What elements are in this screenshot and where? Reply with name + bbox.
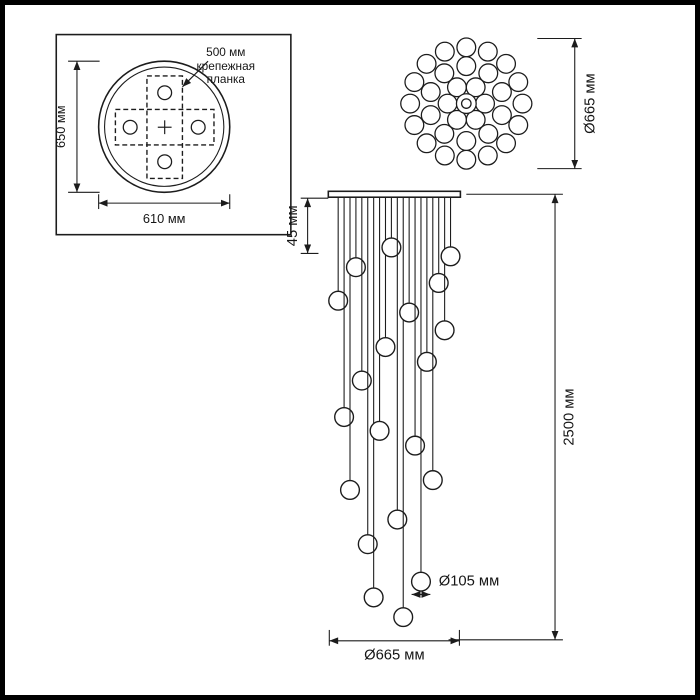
plank-hole [190,119,206,135]
ball [508,72,529,93]
pendant-ball [357,534,378,555]
ball [456,37,477,58]
ceiling-plate [327,190,462,199]
ball [456,56,477,77]
ball [478,63,499,84]
ball [475,93,496,114]
ball [400,93,421,114]
center-hub-inner [460,98,472,109]
plank-horizontal [114,108,215,146]
pendant-ball [434,320,455,341]
pendant-ball [393,607,414,628]
pendant-ball [345,257,366,278]
ball [477,145,498,166]
ball [456,149,477,170]
pendant-ball [381,237,402,258]
dim-610-label: 610 мм [143,211,186,226]
pendant-ball [440,246,461,267]
ball [508,115,529,136]
pendant-ball [351,370,372,391]
ball [434,145,455,166]
ball [446,109,467,130]
pendant-ball [399,302,420,323]
plank-leader-arrow [182,60,209,88]
dim-665-bottom-label: Ø665 мм [364,648,425,664]
pendant-ball [369,420,390,441]
center-cross [157,120,172,135]
ball [404,115,425,136]
ball [465,77,486,98]
pendant-ball [410,571,432,592]
dim-650 [68,60,100,193]
dim-500-label: 500 мм [206,45,245,59]
dim-45 [300,197,329,254]
dim-665-topview-label: Ø665 мм [582,73,598,134]
ball [434,63,455,84]
detail-box: 650 мм 610 мм 500 мм крепежная планка [53,33,292,236]
pendant-ball [363,587,384,608]
canopy-inner-circle [104,66,225,187]
pendant-ball [387,509,408,530]
plank-note-line1: крепежная [197,59,256,73]
ball [496,133,517,154]
mounting-plank [114,75,215,180]
ball [477,41,498,62]
pendant-ball [416,351,437,372]
dim-2500 [448,193,563,641]
plank-note-line2: планка [207,72,246,86]
plank-hole [157,154,173,170]
detail-box-border [55,33,292,236]
pendant-ball [405,435,426,456]
dim-665-bottom [328,629,460,646]
ball [434,41,455,62]
ball [404,72,425,93]
ball [491,105,512,126]
plank-holes [122,85,206,170]
dim-610 [98,194,231,210]
dim-2500-label: 2500 мм [562,388,578,445]
ball [420,82,441,103]
drawing-svg: 650 мм 610 мм 500 мм крепежная планка [53,33,598,664]
ball [478,123,499,144]
pendant-ball [328,290,349,311]
ball [496,53,517,74]
pendants [328,197,461,628]
dim-105-label: Ø105 мм [439,574,500,590]
dim-45-label: 45 мм [285,205,301,246]
ball [416,53,437,74]
side-view: 45 мм 2500 мм Ø105 мм Ø665 мм [285,190,578,664]
pendant-ball [334,406,355,428]
dim-650-label: 650 мм [53,105,68,148]
dim-665-topview [537,37,582,170]
pendant-ball [428,272,449,294]
ball [416,133,437,154]
ball [437,93,458,114]
pendant-ball [339,479,361,501]
ball [491,82,512,103]
ball [512,93,533,114]
pendant-ball [422,470,443,491]
plank-vertical [146,75,184,180]
top-view: Ø665 мм [400,37,598,170]
canopy-outer-circle [97,60,231,194]
ball [456,131,477,152]
plank-hole [122,119,138,135]
ball [434,123,455,144]
plank-hole [157,85,173,101]
pendant-ball [375,336,396,358]
ball [420,105,441,126]
